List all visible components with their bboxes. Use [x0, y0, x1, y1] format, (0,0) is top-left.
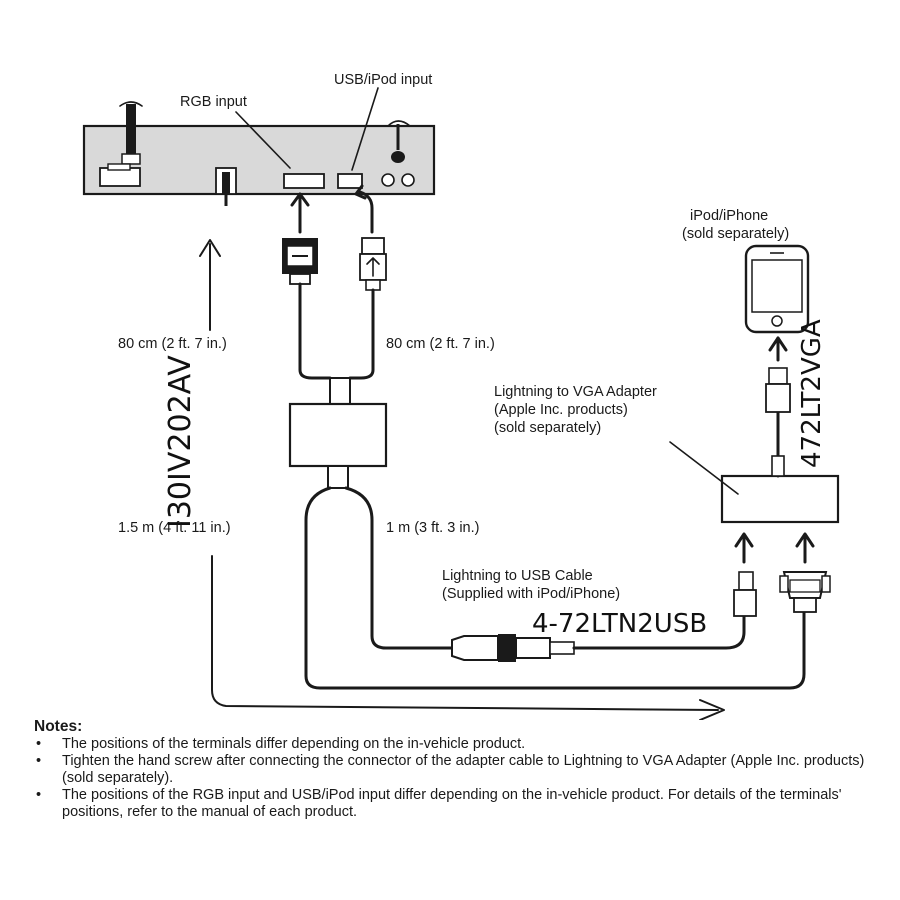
lightning-vga-adapter — [720, 474, 840, 524]
adapter-box-outlet — [327, 465, 349, 489]
wiring-diagram: USB/iPod input RGB input iPod/iPhone (so… — [82, 72, 840, 720]
vga-plug — [779, 532, 831, 613]
handwritten-usb-part-number: 4-72LTN2USB — [532, 609, 707, 639]
usb-input-pointer — [351, 87, 379, 171]
vga-adapter-label-3: (sold separately) — [494, 420, 601, 436]
usb-cable-length: 80 cm (2 ft. 7 in.) — [386, 336, 495, 352]
input-cables — [298, 282, 375, 405]
rgb-cable-length: 80 cm (2 ft. 7 in.) — [118, 336, 227, 352]
rgb-plug — [282, 238, 318, 285]
usb-plug — [359, 237, 387, 291]
output-cables — [304, 486, 806, 690]
note-item: The positions of the terminals differ de… — [34, 736, 894, 753]
note-item: The positions of the RGB input and USB/i… — [34, 787, 894, 821]
rgb-input-pointer — [235, 111, 291, 169]
lightning-cable-length: 1 m (3 ft. 3 in.) — [386, 520, 479, 536]
vga-adapter-label-1: Lightning to VGA Adapter — [494, 384, 657, 400]
lightning-usb-connector — [451, 612, 746, 662]
notes-title: Notes: — [34, 718, 83, 735]
vga-adapter-label-2: (Apple Inc. products) — [494, 402, 628, 418]
lightning-plug — [733, 532, 757, 617]
av-cable-length: 1.5 m (4 ft. 11 in.) — [118, 520, 231, 536]
rgb-input-label: RGB input — [180, 94, 247, 110]
handwritten-av-part-number: I30IV202AV — [163, 355, 198, 528]
lightning-usb-label-2: (Supplied with iPod/iPhone) — [442, 586, 620, 602]
notes-section: Notes: The positions of the terminals di… — [34, 718, 894, 821]
plug-arrows — [290, 184, 374, 234]
usb-ipod-input-label: USB/iPod input — [334, 72, 432, 88]
vga-adapter-pointer — [669, 441, 739, 495]
head-unit-rear-panel — [82, 101, 436, 206]
iphone-icon — [744, 244, 810, 334]
lightning-usb-label-1: Lightning to USB Cable — [442, 568, 593, 584]
note-item: Tighten the hand screw after connecting … — [34, 753, 894, 787]
handwritten-vga-part-number: 472LT2VGA — [797, 319, 827, 468]
notes-list: The positions of the terminals differ de… — [34, 736, 894, 821]
adapter-to-iphone-cable — [765, 336, 791, 478]
av-cable-arrow — [199, 239, 725, 720]
ipod-iphone-label: iPod/iPhone — [690, 208, 768, 224]
ipod-sold-separately-label: (sold separately) — [682, 226, 789, 242]
adapter-box — [288, 402, 388, 468]
